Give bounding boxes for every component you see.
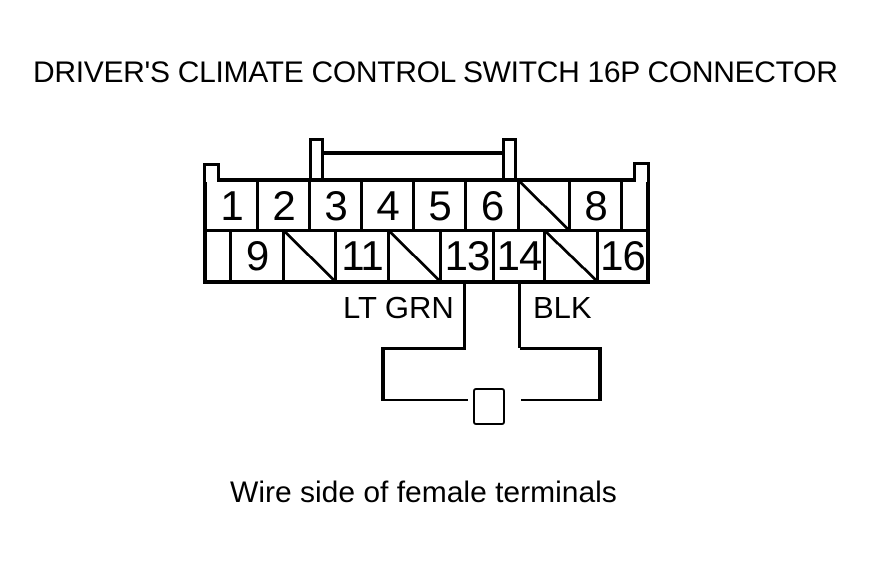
cell-divider — [517, 181, 520, 229]
wire-color-label-blk: BLK — [533, 290, 592, 325]
corner-notch-right — [633, 162, 650, 182]
cell-divider — [543, 232, 546, 280]
wire-pin-13 — [463, 283, 466, 348]
page-title: DRIVER'S CLIMATE CONTROL SWITCH 16P CONN… — [33, 56, 838, 89]
pin-cell-13: 13 — [442, 232, 492, 280]
cell-divider — [334, 232, 337, 280]
blocked-pin-cell — [390, 232, 439, 280]
terminal-box — [473, 388, 505, 425]
connector-body — [203, 178, 650, 284]
pin-number: 1 — [220, 181, 243, 229]
cell-divider — [568, 181, 571, 229]
cell-divider — [464, 181, 467, 229]
cell-divider — [256, 181, 259, 229]
cell-divider — [412, 181, 415, 229]
blocked-pin-cell — [546, 232, 596, 280]
pin-cell-5: 5 — [415, 182, 464, 229]
cell-divider — [387, 232, 390, 280]
cell-divider — [360, 181, 363, 229]
wire-color-label-lt-grn: LT GRN — [343, 290, 454, 325]
bracket-right-bottom-line — [521, 399, 602, 401]
bracket-left-top-line — [381, 347, 466, 350]
pin-number: 4 — [376, 181, 399, 229]
blocked-pin-cell — [285, 232, 334, 280]
cell-divider — [620, 181, 623, 229]
pin-cell-3: 3 — [311, 182, 360, 229]
caption: Wire side of female terminals — [230, 476, 617, 509]
wire-pin-14 — [518, 283, 521, 348]
pin-number: 6 — [480, 181, 504, 229]
bracket-right-side-line — [598, 347, 602, 401]
pin-number: 14 — [496, 232, 543, 279]
bracket-right-top-line — [520, 347, 602, 350]
unused-end-cell — [623, 182, 646, 229]
pin-number: 13 — [444, 232, 491, 279]
pin-cell-11: 11 — [337, 232, 387, 280]
pin-cell-16: 16 — [599, 232, 646, 280]
pin-cell-6: 6 — [467, 182, 517, 229]
pin-number: 2 — [272, 181, 295, 229]
pin-cell-9: 9 — [232, 232, 282, 280]
bracket-left-bottom-line — [381, 399, 468, 401]
bracket-left-side-line — [381, 347, 385, 401]
unused-end-cell — [207, 232, 229, 280]
cell-divider — [229, 232, 232, 280]
pin-cell-1: 1 — [207, 182, 256, 229]
pin-cell-4: 4 — [363, 182, 412, 229]
blocked-pin-cell — [520, 182, 568, 229]
pin-number: 9 — [245, 232, 269, 279]
corner-notch-left — [203, 163, 220, 182]
cell-divider — [308, 181, 311, 229]
latch-post-right — [502, 138, 517, 182]
pin-number: 11 — [341, 232, 384, 279]
pin-number: 5 — [428, 181, 451, 229]
pin-cell-2: 2 — [259, 182, 308, 229]
pin-number: 3 — [324, 181, 347, 229]
row-divider — [206, 229, 646, 232]
cell-divider — [282, 232, 285, 280]
pin-cell-8: 8 — [571, 182, 620, 229]
cell-divider — [596, 232, 599, 280]
pin-cell-14: 14 — [495, 232, 543, 280]
pin-number: 16 — [600, 232, 646, 279]
latch-post-left — [309, 138, 324, 182]
cell-divider — [439, 232, 442, 280]
latch-bar — [320, 151, 504, 155]
pin-number: 8 — [584, 181, 607, 229]
cell-divider — [492, 232, 495, 280]
